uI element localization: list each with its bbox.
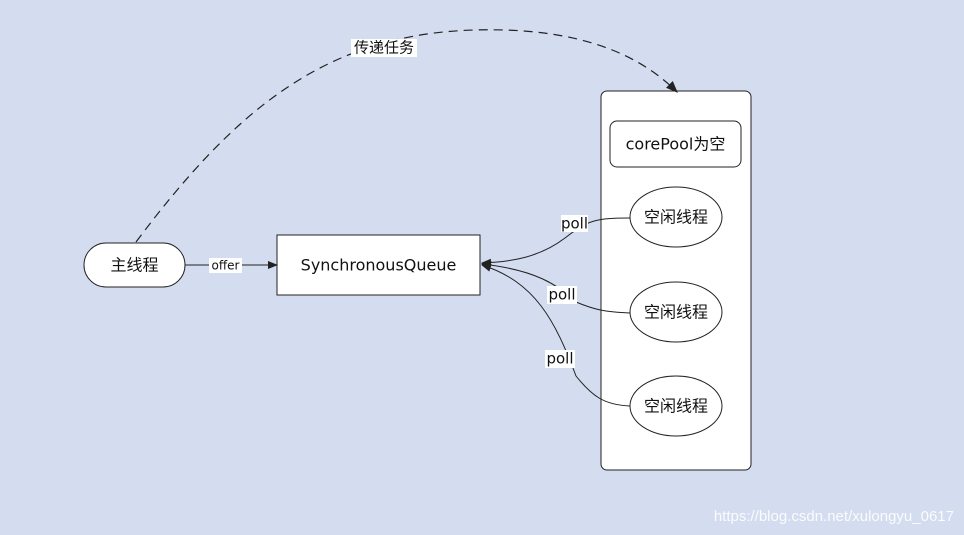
task-handoff-edge [135,29,678,243]
synchronous-queue-label: SynchronousQueue [301,256,457,275]
poll-label-3-background [545,350,575,368]
offer-label-background [209,258,242,273]
idle-thread-2-node [629,281,723,343]
poll-label-3: poll [546,350,573,368]
poll-edge-1 [481,217,631,267]
poll-label-2-background [547,286,577,304]
idle-thread-1-node [629,186,723,248]
offer-label: offer [212,259,240,273]
poll-label-1-background [561,215,588,232]
poll-label-1: poll [561,215,588,233]
idle-thread-3-label: 空闲线程 [644,397,708,416]
task-handoff-label-background [351,39,417,57]
idle-thread-1-label: 空闲线程 [644,208,708,227]
main-thread-label: 主线程 [110,256,158,275]
core-pool-label: corePool为空 [626,135,726,154]
core-pool-box [609,120,742,168]
poll-label-2: poll [548,286,575,304]
task-handoff-label: 传递任务 [354,39,414,57]
watermark: https://blog.csdn.net/xulongyu_0617 [713,508,954,525]
synchronous-queue-node [276,234,481,296]
idle-thread-2-label: 空闲线程 [644,303,708,322]
